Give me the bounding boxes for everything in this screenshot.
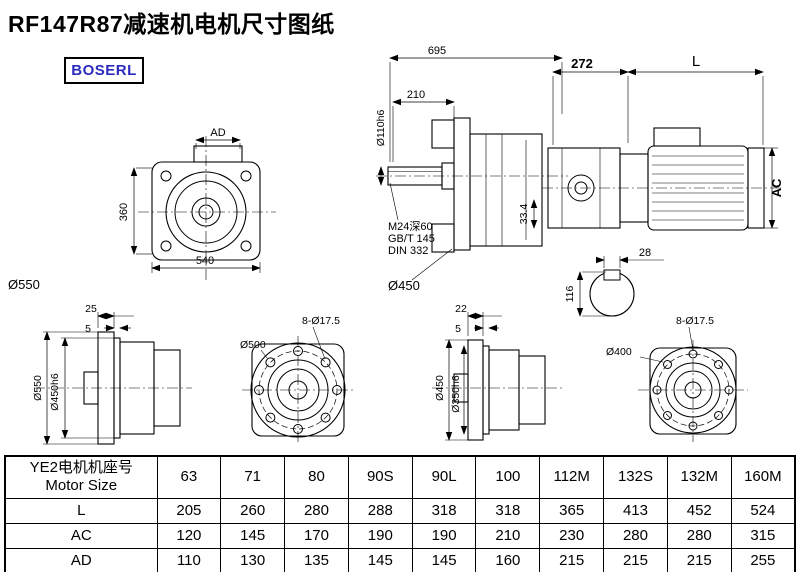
bottom-view-2: 8-Ø17.5 Ø500 <box>240 315 354 444</box>
table-cell: 318 <box>411 497 477 524</box>
table-cell: 318 <box>475 497 541 524</box>
table-cell: 120 <box>156 522 222 549</box>
header-motor-size-cell: YE2电机机座号 Motor Size <box>4 455 158 499</box>
gearbox-side-view: 695 210 Ø110h6 M24深60 GB/T 145 DIN 332 3… <box>375 45 568 293</box>
table-cell: 135 <box>284 547 349 572</box>
bottom-view-1: 25 5 Ø550 Ø450h6 <box>32 303 192 445</box>
table-cell: 413 <box>603 497 668 524</box>
table-cell: 160 <box>475 547 541 572</box>
table-cell: 170 <box>284 522 349 549</box>
v2-od-label: Ø500 <box>240 339 266 351</box>
motor-size-column-header: 80 <box>284 455 349 499</box>
motor-size-table: YE2电机机座号 Motor Size 63 71 80 90S 90L 100… <box>4 455 796 572</box>
page-title: RF147R87减速机电机尺寸图纸 <box>8 11 335 37</box>
table-cell: 255 <box>730 547 796 572</box>
table-cell: 260 <box>220 497 286 524</box>
table-cell: 205 <box>156 497 222 524</box>
table-cell: 524 <box>730 497 796 524</box>
bottom-view-4: 8-Ø17.5 Ø400 <box>606 315 748 442</box>
v2-holes-label: 8-Ø17.5 <box>302 315 340 327</box>
brand-logo: BOSERL <box>64 57 144 84</box>
motor-size-column-header: 90S <box>347 455 413 499</box>
shaft-diameter-label: Ø110h6 <box>375 110 387 147</box>
header-motor-size-cn: YE2电机机座号 <box>29 458 133 476</box>
table-cell: 145 <box>220 522 286 549</box>
motor-size-column-header: 63 <box>156 455 222 499</box>
dim-l-label: L <box>692 53 700 70</box>
thread-note-3: DIN 332 <box>388 245 428 257</box>
motor-size-column-header: 132M <box>666 455 732 499</box>
table-cell: 215 <box>603 547 668 572</box>
table-row-l: L 205 260 280 288 318 318 365 413 452 52… <box>4 497 796 524</box>
table-cell: 145 <box>411 547 477 572</box>
v3-dim-22-label: 22 <box>455 303 467 315</box>
motor-size-column-header: 100 <box>475 455 541 499</box>
dim-695-label: 695 <box>428 45 446 57</box>
table-cell: 215 <box>539 547 605 572</box>
brand-logo-text: BOSERL <box>71 62 137 79</box>
v4-od-label: Ø400 <box>606 346 632 358</box>
table-cell: 130 <box>220 547 286 572</box>
thread-note-2: GB/T 145 <box>388 233 435 245</box>
dim-540-label: 540 <box>196 255 214 267</box>
table-cell: 190 <box>411 522 477 549</box>
dim-ac-label: AC <box>769 178 784 197</box>
table-cell: 230 <box>539 522 605 549</box>
v1-dim-25-label: 25 <box>85 303 97 315</box>
v4-holes-label: 8-Ø17.5 <box>676 315 714 327</box>
table-cell: 452 <box>666 497 732 524</box>
dim-ad-label: AD <box>210 127 225 139</box>
table-cell: 190 <box>347 522 413 549</box>
front-flange-diameter-label: Ø550 <box>8 277 40 292</box>
row-label-l: L <box>4 497 158 524</box>
table-row-ad: AD 110 130 135 145 145 160 215 215 215 2… <box>4 547 796 572</box>
table-cell: 280 <box>603 522 668 549</box>
table-cell: 110 <box>156 547 222 572</box>
motor-size-column-header: 132S <box>603 455 668 499</box>
table-cell: 210 <box>475 522 541 549</box>
technical-drawing: AD 360 540 Ø550 <box>8 45 784 445</box>
table-cell: 315 <box>730 522 796 549</box>
header-motor-size-en: Motor Size <box>45 477 118 495</box>
thread-note-1: M24深60 <box>388 220 433 233</box>
v3-od-label: Ø450 <box>434 375 446 401</box>
v1-dim-5-label: 5 <box>85 323 91 335</box>
v1-spigot-label: Ø450h6 <box>49 373 61 411</box>
table-row-ac: AC 120 145 170 190 190 210 230 280 280 3… <box>4 522 796 549</box>
dim-116-label: 116 <box>564 285 576 302</box>
table-cell: 288 <box>347 497 413 524</box>
motor-size-column-header: 112M <box>539 455 605 499</box>
motor-side-view: 272 L AC 116 <box>542 53 784 317</box>
row-label-ac: AC <box>4 522 158 549</box>
table-cell: 365 <box>539 497 605 524</box>
table-header-row: YE2电机机座号 Motor Size 63 71 80 90S 90L 100… <box>4 455 796 499</box>
table-cell: 280 <box>284 497 349 524</box>
motor-size-column-header: 90L <box>411 455 477 499</box>
dim-360-label: 360 <box>118 203 130 221</box>
mid-flange-diameter-label: Ø450 <box>388 278 420 293</box>
front-view: AD 360 540 Ø550 <box>8 127 276 292</box>
table-cell: 280 <box>666 522 732 549</box>
dim-33-4-label: 33.4 <box>518 204 530 225</box>
table-cell: 145 <box>347 547 413 572</box>
dim-272-label: 272 <box>571 56 593 71</box>
v1-od-label: Ø550 <box>32 375 44 401</box>
row-label-ad: AD <box>4 547 158 572</box>
motor-size-column-header: 160M <box>730 455 796 499</box>
motor-size-column-header: 71 <box>220 455 286 499</box>
v3-dim-5-label: 5 <box>455 323 461 335</box>
bottom-view-3: 22 5 Ø450 Ø350h6 <box>432 303 564 441</box>
dim-28-label: 28 <box>639 247 651 259</box>
dim-210-label: 210 <box>407 89 425 101</box>
v3-spigot-label: Ø350h6 <box>450 375 462 413</box>
table-cell: 215 <box>666 547 732 572</box>
